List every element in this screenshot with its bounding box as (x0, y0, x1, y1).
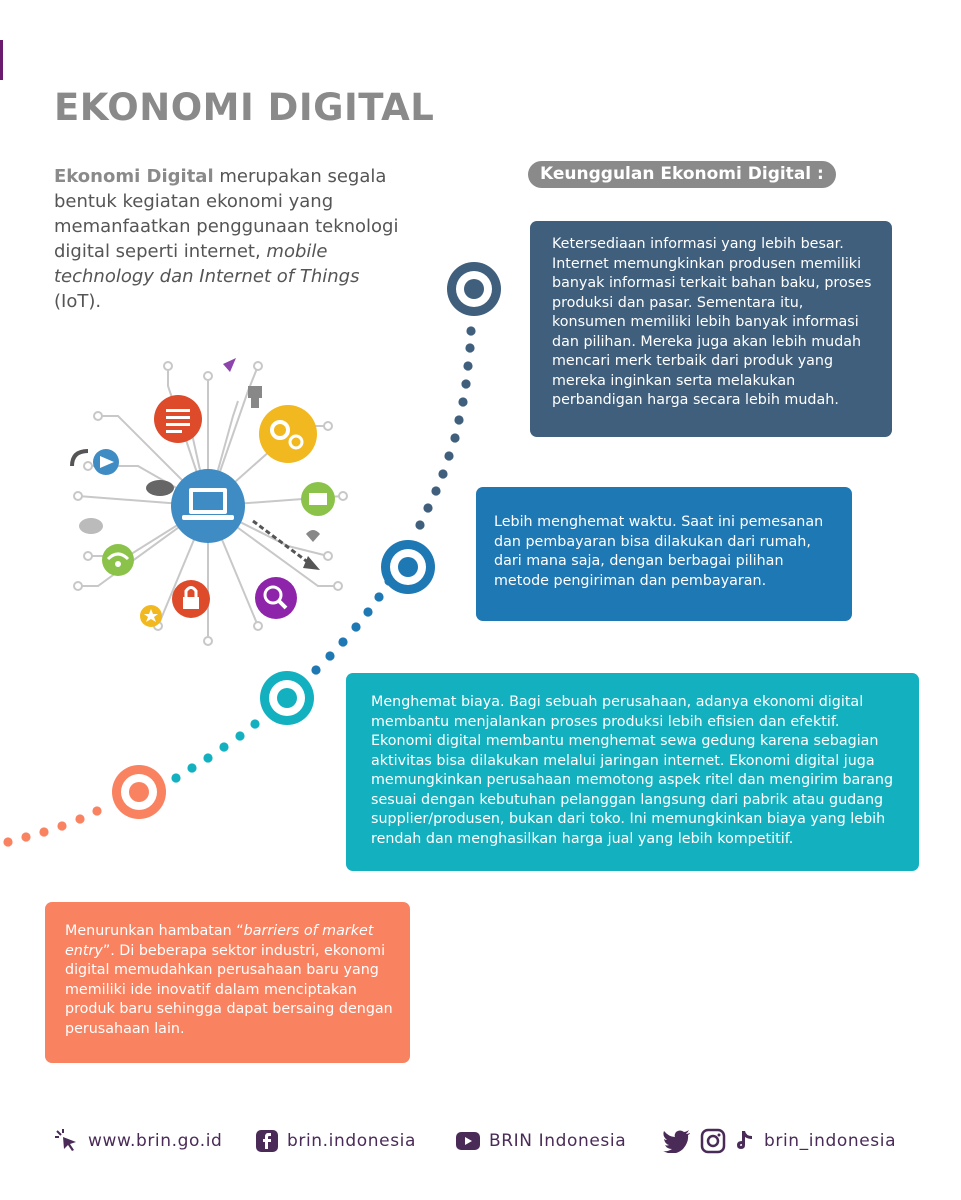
advantage-card-time: Lebih menghemat waktu. Saat ini pemesana… (476, 487, 852, 621)
instagram-icon (700, 1128, 726, 1154)
robot-icon (248, 386, 262, 408)
ring-marker-3 (260, 671, 314, 725)
gears-icon (259, 405, 317, 463)
facebook-icon (256, 1130, 278, 1152)
digital-network-illustration (70, 358, 348, 646)
social-handle[interactable]: brin_indonesia (764, 1131, 897, 1151)
search-icon (255, 577, 297, 619)
facebook-handle[interactable]: brin.indonesia (287, 1131, 417, 1151)
barriers-text-after: ”. Di beberapa sektor industri, ekonomi … (65, 942, 393, 1037)
circuit-nodes (73, 361, 348, 646)
ring-marker-4 (112, 765, 166, 819)
path-dots-coral (3, 806, 102, 847)
chat-icon (79, 518, 103, 534)
footer-website[interactable]: www.brin.go.id (54, 1125, 222, 1157)
cursor-click-icon (55, 1129, 76, 1151)
intro-text: merupakan segala bentuk kegiatan ekonomi… (54, 166, 399, 262)
footer-facebook[interactable]: brin.indonesia (255, 1125, 416, 1157)
tiktok-icon (737, 1131, 752, 1149)
rocket-icon (223, 358, 236, 372)
wifi-icon (102, 544, 134, 576)
intro-term: Ekonomi Digital (54, 166, 214, 187)
document-icon (154, 395, 202, 443)
refresh-icon (70, 449, 89, 467)
intro-paragraph: Ekonomi Digital merupakan segala bentuk … (54, 164, 404, 314)
star-icon (140, 605, 162, 627)
website-link[interactable]: www.brin.go.id (88, 1131, 223, 1151)
barriers-text-before: Menurunkan hambatan “ (65, 923, 244, 939)
path-dots-teal (171, 719, 260, 783)
advantage-card-cost: Menghemat biaya. Bagi sebuah perusahaan,… (346, 673, 919, 871)
intro-italic: mobile technology dan Internet of Things (54, 241, 360, 287)
intro-end: (IoT). (54, 291, 102, 312)
cloud-icon (146, 480, 174, 496)
mail-icon (301, 482, 335, 516)
twitter-icon (663, 1130, 690, 1153)
advantages-label: Keunggulan Ekonomi Digital : (528, 161, 836, 188)
youtube-channel[interactable]: BRIN Indonesia (489, 1131, 627, 1151)
advantage-card-barriers: Menurunkan hambatan “barriers of market … (45, 902, 410, 1063)
advantage-card-information: Ketersediaan informasi yang lebih besar.… (530, 221, 892, 437)
path-dots-dark (415, 326, 476, 530)
ring-marker-1 (447, 262, 501, 316)
arrow-icon (252, 519, 320, 570)
page-title: EKONOMI DIGITAL (54, 86, 435, 129)
ring-marker-2 (381, 540, 435, 594)
barriers-text-italic: barriers of market entry (65, 923, 374, 959)
laptop-icon (171, 469, 245, 543)
heart-icon (306, 530, 320, 542)
corner-accent-bar (0, 40, 3, 80)
footer-social[interactable]: brin_indonesia (662, 1125, 896, 1157)
send-icon (93, 449, 119, 475)
footer-youtube[interactable]: BRIN Indonesia (455, 1125, 626, 1157)
lock-icon (172, 580, 210, 618)
youtube-icon (456, 1132, 480, 1150)
